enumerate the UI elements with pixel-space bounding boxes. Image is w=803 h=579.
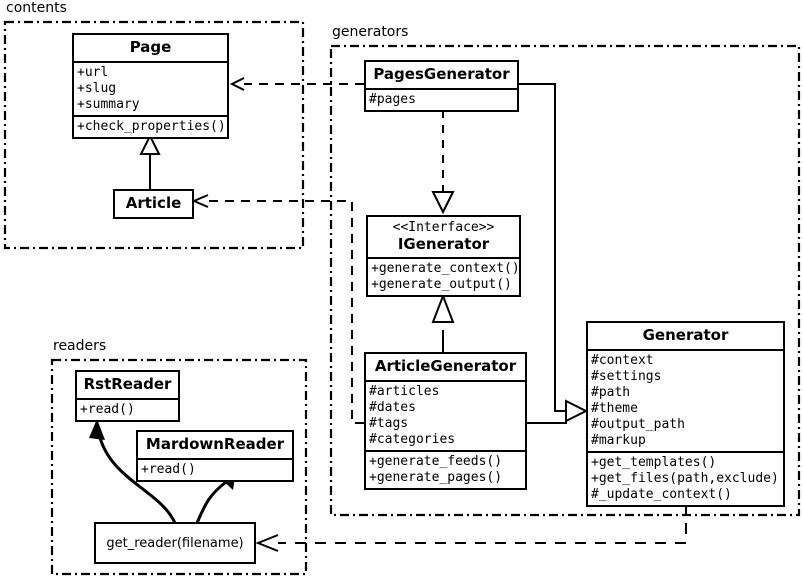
attribute-row: #dates <box>369 400 416 415</box>
attribute-row: #tags <box>369 416 409 431</box>
attribute-row: #path <box>591 385 631 400</box>
relation-articlegenerator-to-igenerator <box>431 293 455 353</box>
class-methods-page: +check_properties() <box>74 115 227 137</box>
method-row: +get_templates() <box>591 455 717 470</box>
attribute-row: #output_path <box>591 417 685 432</box>
function-label-get-reader: get_reader(filename) <box>106 535 244 551</box>
class-methods-rstreader: +read() <box>77 398 178 420</box>
method-row: +read() <box>80 402 135 417</box>
class-box-mardownreader[interactable]: MardownReader +read() <box>136 430 294 482</box>
relation-articlegenerator-to-generator <box>527 411 567 424</box>
method-row: +get_files(path,exclude) <box>591 471 779 486</box>
class-box-rstreader[interactable]: RstReader +read() <box>75 370 180 422</box>
class-box-articlegenerator[interactable]: ArticleGenerator #articles #dates #tags … <box>364 352 527 490</box>
attribute-row: #markup <box>591 433 646 448</box>
method-row: +generate_feeds() <box>369 454 503 469</box>
class-box-page[interactable]: Page +url +slug +summary +check_properti… <box>72 33 229 139</box>
class-box-pagesgenerator[interactable]: PagesGenerator #pages <box>364 60 519 112</box>
attribute-row: +summary <box>77 97 140 112</box>
method-row: +read() <box>141 462 196 477</box>
class-methods-generator: +get_templates() +get_files(path,exclude… <box>588 451 783 505</box>
relation-pagesgenerator-to-page <box>229 77 364 91</box>
relation-pagesgenerator-to-generator <box>519 83 589 423</box>
attribute-row: #pages <box>369 92 416 107</box>
attribute-row: #settings <box>591 369 662 384</box>
attribute-row: #categories <box>369 432 456 447</box>
method-row: #_update_context() <box>591 487 732 502</box>
class-box-article[interactable]: Article <box>113 189 194 219</box>
class-box-igenerator[interactable]: <<Interface>> IGenerator +generate_conte… <box>366 215 521 297</box>
attribute-row: +url <box>77 65 109 80</box>
class-title-igenerator: IGenerator <box>397 235 490 253</box>
class-methods-mardownreader: +read() <box>138 458 292 480</box>
class-title-page: Page <box>129 38 172 56</box>
attribute-row: +slug <box>77 81 117 96</box>
function-box-get-reader[interactable]: get_reader(filename) <box>94 522 256 564</box>
package-label-readers: readers <box>51 339 110 354</box>
relation-article-to-page <box>139 133 161 190</box>
class-title-mardownreader: MardownReader <box>145 435 285 453</box>
class-title-generator: Generator <box>642 326 729 344</box>
class-title-articlegenerator: ArticleGenerator <box>374 357 517 375</box>
class-box-generator[interactable]: Generator #context #settings #path #them… <box>586 321 785 507</box>
method-row: +generate_context() <box>371 261 520 276</box>
relation-pagesgenerator-to-igenerator <box>431 110 455 215</box>
class-attributes-pagesgenerator: #pages <box>366 88 517 110</box>
class-title-pagesgenerator: PagesGenerator <box>373 65 510 83</box>
package-label-generators: generators <box>330 25 412 40</box>
class-title-rstreader: RstReader <box>83 375 172 393</box>
method-row: +check_properties() <box>77 119 226 134</box>
attribute-row: #articles <box>369 384 440 399</box>
class-methods-igenerator: +generate_context() +generate_output() <box>368 257 520 295</box>
method-row: +generate_output() <box>371 277 512 292</box>
class-stereotype-igenerator: <<Interface>> <box>392 220 495 235</box>
method-row: +generate_pages() <box>369 470 503 485</box>
attribute-row: #theme <box>591 401 638 416</box>
relation-generator-to-getreader <box>255 503 687 552</box>
attribute-row: #context <box>591 353 654 368</box>
class-attributes-page: +url +slug +summary <box>74 61 227 115</box>
class-attributes-articlegenerator: #articles #dates #tags #categories <box>366 380 525 450</box>
class-methods-articlegenerator: +generate_feeds() +generate_pages() <box>366 450 525 488</box>
class-attributes-generator: #context #settings #path #theme #output_… <box>588 349 783 451</box>
relation-articlegenerator-to-article <box>191 194 364 424</box>
class-title-article: Article <box>125 194 182 212</box>
package-label-contents: contents <box>4 1 70 16</box>
